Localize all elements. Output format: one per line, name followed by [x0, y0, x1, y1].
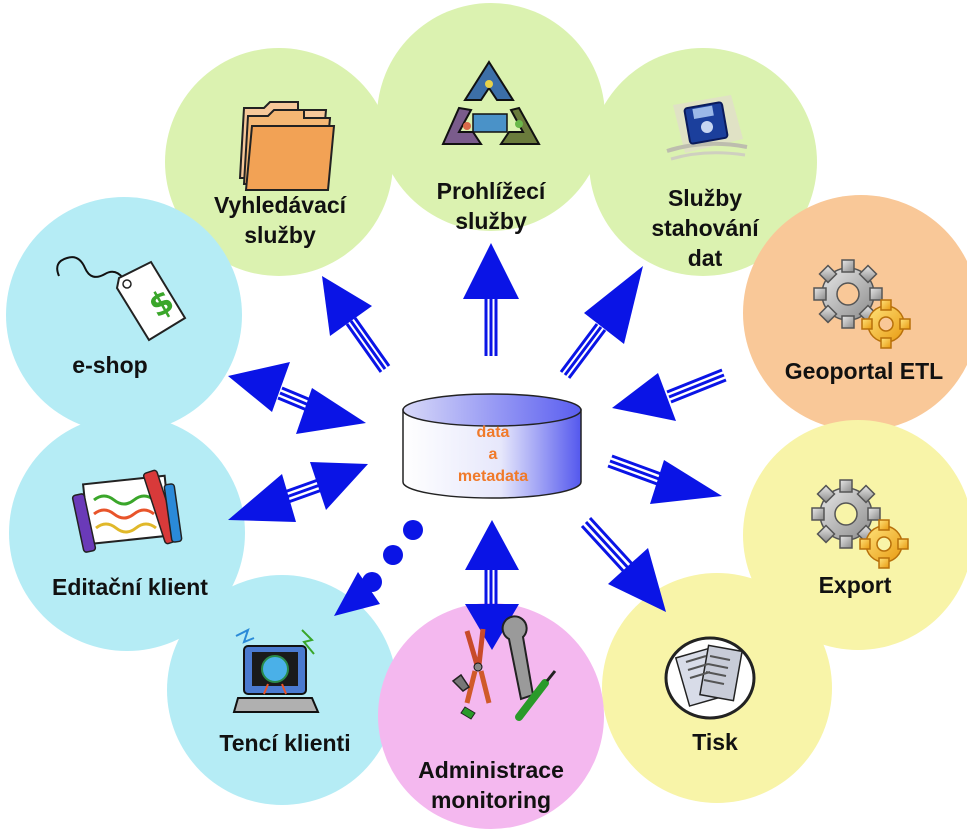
arrow-to-tisk	[580, 516, 666, 612]
folder-icon	[238, 101, 336, 191]
newspaper-icon	[664, 636, 756, 720]
gears-icon	[811, 479, 909, 569]
label-line: stahování	[651, 215, 759, 241]
computer-icon	[232, 628, 320, 713]
label-line: Vyhledávací	[213, 192, 347, 218]
label-line: dat	[687, 245, 723, 271]
arrow-to-stahovani	[559, 266, 643, 379]
arrow-to-tenci	[334, 572, 380, 616]
arrow-admin-center	[465, 520, 519, 650]
gears-icon	[813, 259, 911, 349]
label-line: Tencí klienti	[219, 730, 351, 756]
label-line: služby	[455, 208, 527, 234]
dot	[403, 520, 423, 540]
arrow-to-vyhledavaci	[322, 276, 391, 373]
label-prohlizeci: Prohlížecí služby	[415, 176, 567, 236]
label-etl: Geoportal ETL	[766, 356, 962, 386]
label-line: Administrace	[418, 757, 564, 783]
cylinder-line: data	[476, 424, 510, 441]
label-eshop: e-shop	[40, 350, 180, 380]
arrow-eshop-center	[228, 362, 366, 434]
label-tisk: Tisk	[670, 727, 760, 757]
label-export: Export	[800, 570, 910, 600]
arrows	[228, 243, 727, 650]
label-line: služby	[244, 222, 316, 248]
node-circle-admin	[378, 603, 604, 829]
floppy-disk-icon	[666, 95, 748, 161]
recycle-icon	[441, 60, 541, 145]
cylinder-label: data a metadata	[450, 422, 536, 488]
label-vyhledavaci: Vyhledávací služby	[200, 190, 360, 250]
node-circle-eshop	[6, 197, 242, 433]
label-line: Export	[818, 572, 892, 598]
dotted-link	[362, 520, 423, 592]
label-tenci: Tencí klienti	[195, 728, 375, 758]
crayons-icon	[71, 469, 183, 553]
dot	[383, 545, 403, 565]
database-cylinder	[402, 393, 582, 499]
price-tag-icon: $	[56, 256, 187, 342]
label-stahovani: Služby stahování dat	[630, 183, 780, 273]
tools-icon	[451, 615, 557, 721]
arrow-to-prohlizeci	[463, 243, 519, 356]
label-line: e-shop	[72, 352, 148, 378]
node-circle-stahovani	[589, 48, 817, 276]
label-line: Prohlížecí	[436, 178, 546, 204]
dot	[362, 572, 382, 592]
label-line: Služby	[667, 185, 743, 211]
cylinder-line: metadata	[457, 468, 529, 485]
arrow-from-etl	[612, 368, 727, 421]
label-editacni: Editační klient	[30, 572, 230, 602]
arrow-to-export	[607, 454, 722, 504]
label-line: Editační klient	[52, 574, 208, 600]
label-line: monitoring	[430, 787, 552, 813]
cylinder-line: a	[488, 446, 498, 463]
label-line: Tisk	[692, 729, 738, 755]
arrow-editacni-center	[228, 462, 368, 522]
label-admin: Administrace monitoring	[405, 755, 577, 815]
label-line: Geoportal ETL	[784, 358, 944, 384]
